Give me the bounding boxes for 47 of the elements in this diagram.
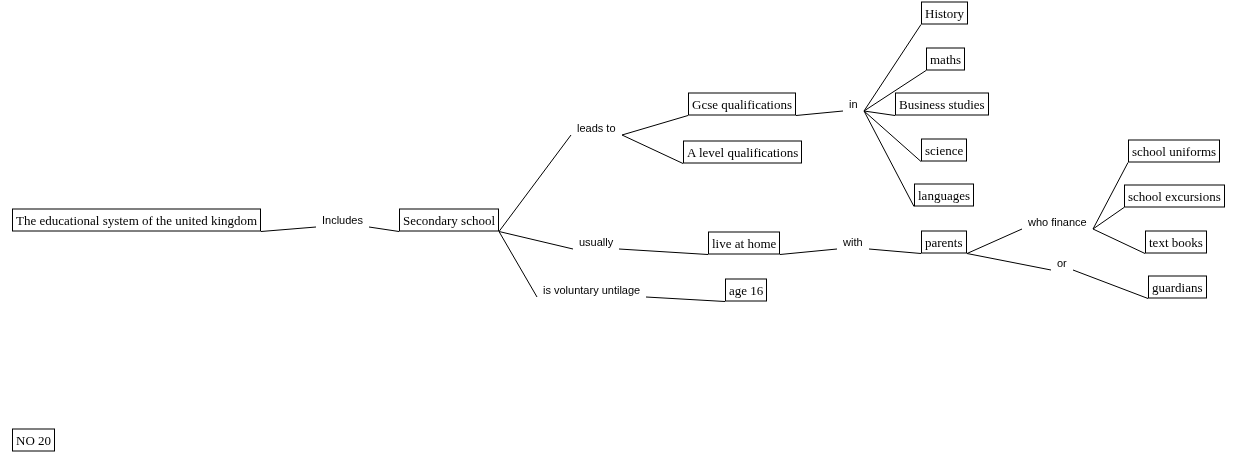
connector-line [863, 24, 922, 112]
concept-box: The educational system of the united kingdom [12, 208, 262, 232]
concept-box: A level qualifications [683, 140, 803, 164]
connector-line [621, 115, 689, 136]
concept-box: school excursions [1124, 184, 1225, 208]
linking-phrase: with [843, 235, 863, 249]
linking-phrase: who finance [1028, 215, 1087, 229]
concept-box: Business studies [895, 92, 989, 116]
connector-line [498, 231, 574, 250]
connector-line [779, 248, 838, 255]
connector-line [868, 248, 922, 254]
concept-box: guardians [1148, 275, 1207, 299]
linking-phrase: leads to [577, 121, 616, 135]
connector-line [645, 296, 726, 302]
linking-phrase: is voluntary untilage [543, 283, 641, 297]
connector-line [863, 110, 915, 207]
connector-line [795, 110, 844, 116]
connector-line [1092, 207, 1125, 230]
connector-line [863, 70, 927, 112]
concept-box: science [921, 138, 968, 162]
connector-line [1072, 269, 1149, 299]
connector-line [498, 231, 538, 298]
connector-line [368, 226, 400, 232]
connector-line [618, 248, 709, 255]
concept-box: parents [921, 230, 967, 254]
connector-line [863, 110, 922, 162]
linking-phrase: usually [579, 235, 614, 249]
linking-phrase: in [849, 97, 858, 111]
connector-line [1092, 162, 1129, 230]
connector-line [966, 253, 1052, 271]
connector-line [966, 228, 1023, 254]
concept-box: NO 20 [12, 428, 56, 452]
concept-box: live at home [708, 231, 781, 255]
concept-box: text books [1145, 230, 1207, 254]
concept-box: Secondary school [399, 208, 500, 232]
concept-box: school uniforms [1128, 139, 1221, 163]
concept-box: History [921, 1, 968, 25]
connector-line [863, 110, 896, 116]
concept-box: languages [914, 183, 974, 207]
connector-line [260, 226, 317, 232]
concept-box: age 16 [725, 278, 768, 302]
concept-box: maths [926, 47, 966, 71]
linking-phrase: Includes [322, 213, 363, 227]
concept-box: Gcse qualifications [688, 92, 796, 116]
connector-line [498, 134, 572, 232]
connector-line [1092, 228, 1146, 254]
connector-line [621, 134, 684, 164]
